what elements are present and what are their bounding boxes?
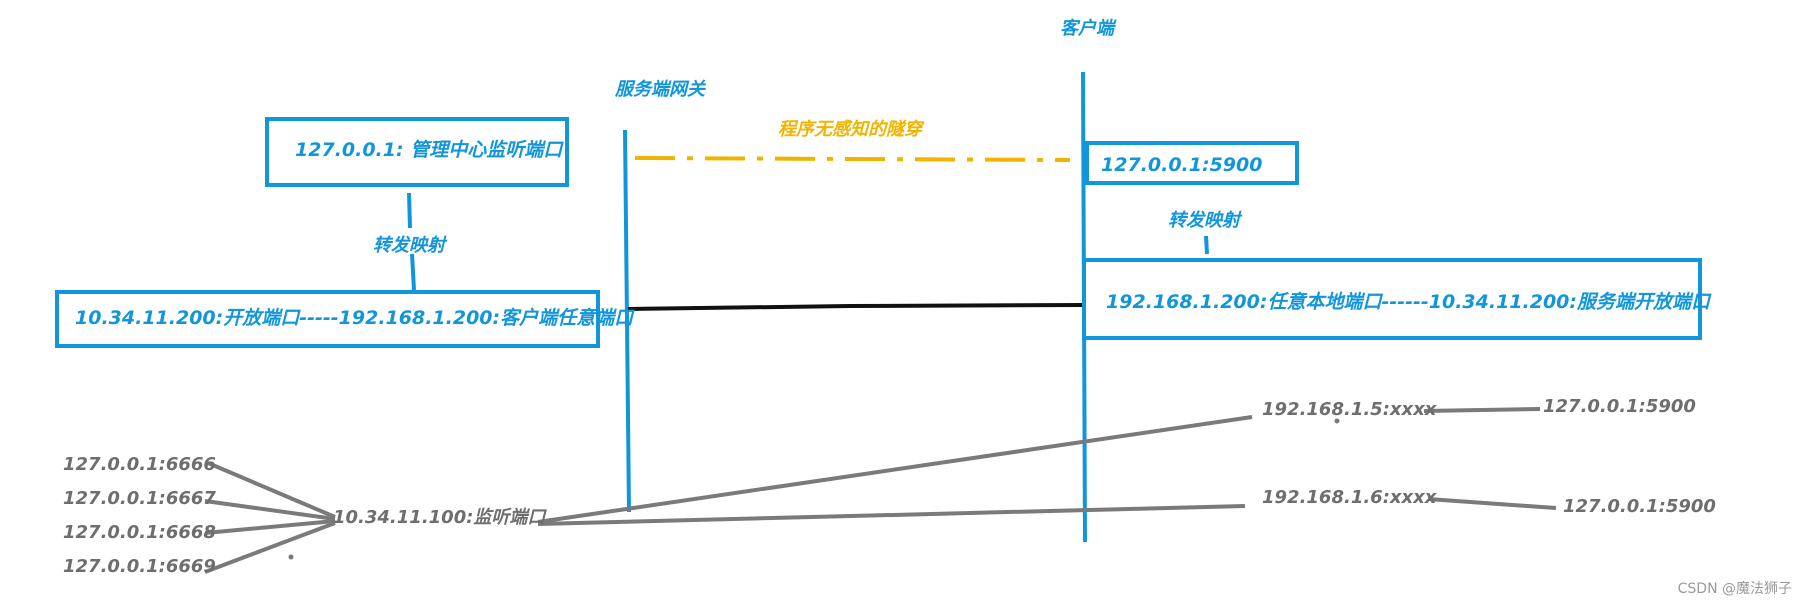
direct-connection-line — [627, 303, 1083, 311]
listen-to-host2-link — [537, 504, 1246, 526]
tunnel-line — [634, 156, 1071, 162]
server-mapping-label: 转发映射 — [373, 235, 445, 256]
local-port-item: 127.0.0.1:6669 — [63, 556, 216, 577]
client-vnc-port-box: 127.0.0.1:5900 — [1085, 141, 1299, 185]
client-vnc-port-label: 127.0.0.1:5900 — [1101, 154, 1263, 176]
stray-dot — [288, 554, 294, 560]
server-gateway-lifeline — [623, 129, 631, 513]
port-6669-link — [204, 521, 336, 574]
port-6667-link — [204, 499, 336, 521]
remote-host-address: 192.168.1.6:xxxx — [1262, 487, 1437, 508]
listen-node-label: 10.34.11.100:监听端口 — [333, 507, 546, 528]
local-port-item: 127.0.0.1:6666 — [63, 454, 216, 475]
local-port-item: 127.0.0.1:6668 — [63, 522, 216, 543]
client-port-mapping-label: 192.168.1.200:任意本地端口------10.34.11.200:服… — [1106, 291, 1711, 314]
host1-to-target-link — [1423, 407, 1541, 413]
server-admin-listen-label: 127.0.0.1: 管理中心监听端口 — [295, 139, 563, 162]
csdn-watermark: CSDN @魔法狮子 — [1677, 581, 1792, 597]
remote-host-target: 127.0.0.1:5900 — [1543, 396, 1696, 417]
server-port-mapping-box: 10.34.11.200:开放端口-----192.168.1.200:客户端任… — [55, 290, 633, 348]
stray-dot — [1334, 418, 1340, 424]
port-6666-link — [207, 461, 336, 519]
client-mapping-label: 转发映射 — [1168, 210, 1240, 231]
server-admin-listen-box: 127.0.0.1: 管理中心监听端口 — [265, 117, 569, 187]
server-mapping-connector-bottom — [410, 253, 416, 291]
tunnel-label: 程序无感知的隧穿 — [778, 119, 922, 140]
remote-host-address: 192.168.1.5:xxxx — [1262, 399, 1437, 420]
local-port-item: 127.0.0.1:6667 — [63, 488, 216, 509]
server-mapping-connector-top — [407, 192, 412, 229]
client-mapping-connector — [1204, 235, 1209, 255]
client-header: 客户端 — [1060, 18, 1114, 39]
server-gateway-header: 服务端网关 — [615, 79, 705, 100]
client-port-mapping-box: 192.168.1.200:任意本地端口------10.34.11.200:服… — [1082, 258, 1710, 340]
host2-to-target-link — [1427, 497, 1557, 510]
listen-to-host1-link — [537, 415, 1253, 524]
server-port-mapping-label: 10.34.11.200:开放端口-----192.168.1.200:客户端任… — [75, 307, 634, 329]
remote-host-target: 127.0.0.1:5900 — [1563, 496, 1716, 517]
port-6668-link — [204, 519, 336, 535]
